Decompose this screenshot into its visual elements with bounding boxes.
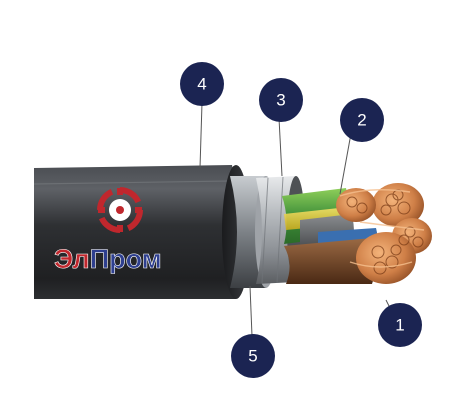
callout-1-label: 1 [395,316,404,335]
brand-name: ЭлПром [54,244,162,274]
logo-emblem [97,187,143,233]
leader-4 [199,102,203,169]
callout-3: 3 [259,78,303,122]
outer-sheath [33,165,250,299]
callout-5: 5 [231,334,275,378]
callout-1: 1 [378,303,422,347]
brand-logo: ЭлПром [54,187,162,274]
callout-5-label: 5 [248,347,257,366]
leader-5 [249,285,253,337]
callout-2: 2 [340,98,384,142]
brand-name-part-2: Пром [90,244,162,274]
callout-4: 4 [180,62,224,106]
leader-3 [278,117,283,177]
copper-conductors [336,183,432,284]
callout-4-label: 4 [197,75,206,94]
callout-2-label: 2 [357,111,366,130]
callout-3-label: 3 [276,91,285,110]
brand-name-part-1: Эл [54,244,90,274]
leader-2 [339,127,353,195]
conductor-insulation [282,188,378,284]
